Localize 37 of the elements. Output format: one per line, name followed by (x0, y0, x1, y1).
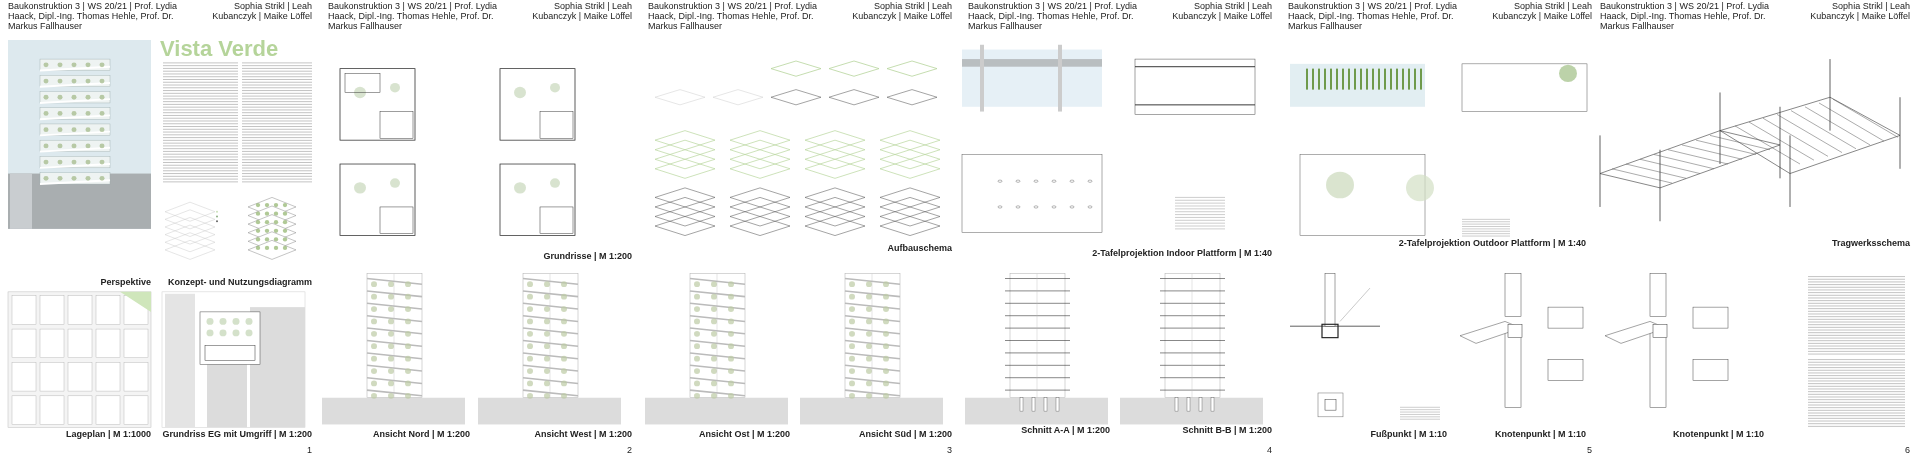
drawing-caption: Grundrisse | M 1:200 (543, 252, 632, 262)
page-number: 1 (307, 446, 312, 456)
header-text: Baukonstruktion 3 | WS 20/21 | Prof. Lydia Haack, Dipl.-Ing. Thomas Hehle, Prof. Dr. Markus Fallhauser (968, 2, 1138, 32)
drawing-caption: Ansicht West | M 1:200 (534, 430, 632, 440)
page-number: 2 (627, 446, 632, 456)
drawing-caption: Perspektive (100, 278, 151, 288)
page-number: 5 (1587, 446, 1592, 456)
drawing-caption: 2-Tafelprojektion Outdoor Plattform | M 1:40 (1398, 239, 1586, 249)
header-text: Sophia Strikl | Leah Kubanczyk | Maike Löffel (531, 2, 632, 22)
header-text: Sophia Strikl | Leah Kubanczyk | Maike Löffel (211, 2, 312, 22)
drawing-caption: Knotenpunkt | M 1:10 (1672, 430, 1764, 440)
drawing-caption: Knotenpunkt | M 1:10 (1494, 430, 1586, 440)
header-text: Sophia Strikl | Leah Kubanczyk | Maike Löffel (1491, 2, 1592, 22)
header-text: Baukonstruktion 3 | WS 20/21 | Prof. Lydia Haack, Dipl.-Ing. Thomas Hehle, Prof. Dr. Markus Fallhauser (8, 2, 178, 32)
drawing-caption: Konzept- und Nutzungsdiagramm (168, 278, 312, 288)
drawing-caption: 2-Tafelprojektion Indoor Plattform | M 1:40 (1092, 249, 1272, 259)
header-text: Baukonstruktion 3 | WS 20/21 | Prof. Lydia Haack, Dipl.-Ing. Thomas Hehle, Prof. Dr. Markus Fallhauser (1288, 2, 1458, 32)
drawing-caption: Tragwerksschema (1831, 239, 1910, 249)
header-text: Baukonstruktion 3 | WS 20/21 | Prof. Lydia Haack, Dipl.-Ing. Thomas Hehle, Prof. Dr. Markus Fallhauser (1600, 2, 1770, 32)
header-text: Sophia Strikl | Leah Kubanczyk | Maike Löffel (1171, 2, 1272, 22)
drawing-caption: Schnitt A-A | M 1:200 (1021, 426, 1110, 436)
page-number: 6 (1905, 446, 1910, 456)
header-text: Baukonstruktion 3 | WS 20/21 | Prof. Lydia Haack, Dipl.-Ing. Thomas Hehle, Prof. Dr. Markus Fallhauser (328, 2, 498, 32)
drawing-caption: Ansicht Ost | M 1:200 (698, 430, 790, 440)
drawing-caption: Aufbauschema (887, 244, 952, 254)
page-number: 3 (947, 446, 952, 456)
header-text: Sophia Strikl | Leah Kubanczyk | Maike Löffel (1809, 2, 1910, 22)
header-text: Baukonstruktion 3 | WS 20/21 | Prof. Lydia Haack, Dipl.-Ing. Thomas Hehle, Prof. Dr. Markus Fallhauser (648, 2, 818, 32)
drawing-caption: Ansicht Süd | M 1:200 (858, 430, 952, 440)
drawing-caption: Schnitt B-B | M 1:200 (1182, 426, 1272, 436)
page-number: 4 (1267, 446, 1272, 456)
header-text: Sophia Strikl | Leah Kubanczyk | Maike Löffel (851, 2, 952, 22)
drawing-caption: Fußpunkt | M 1:10 (1370, 430, 1447, 440)
drawing-caption: Grundriss EG mit Umgriff | M 1:200 (162, 430, 312, 440)
title: Vista Verde (160, 38, 279, 60)
drawing-caption: Ansicht Nord | M 1:200 (372, 430, 470, 440)
drawing-caption: Lageplan | M 1:1000 (65, 430, 151, 440)
